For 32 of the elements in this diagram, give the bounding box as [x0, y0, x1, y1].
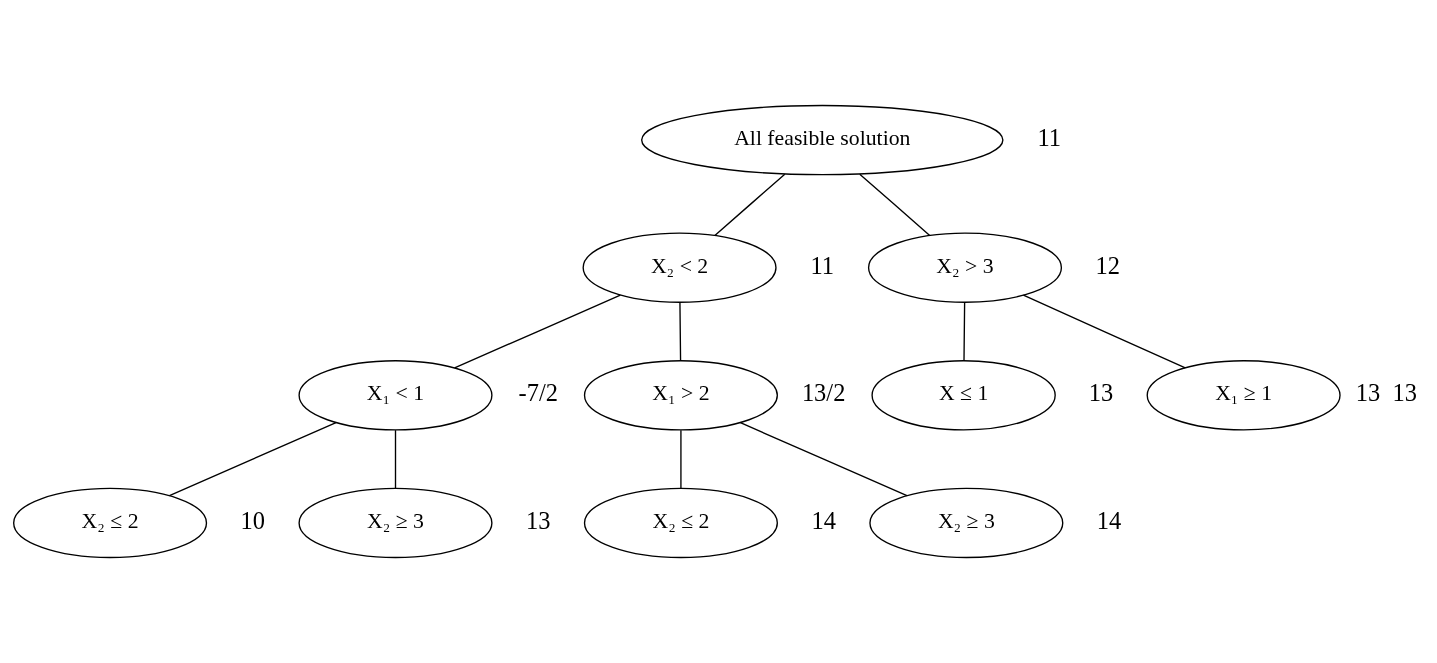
connector [680, 429, 682, 489]
connector [859, 173, 931, 237]
node-label: 12 [1095, 251, 1120, 279]
connector [714, 173, 786, 237]
node-ellipse: X₂ > 3 [867, 232, 1063, 303]
node-ellipse: X ≤ 1 [871, 360, 1056, 431]
node-label: 14 [811, 506, 836, 534]
node-label: 11 [810, 251, 835, 279]
node-label: 13 [1088, 379, 1114, 407]
node-ellipse: X₂ ≤ 2 [583, 487, 778, 559]
connector [394, 429, 397, 489]
connector [1022, 294, 1186, 369]
node-ellipse: All feasible solution [641, 104, 1004, 176]
node-label: 10 [240, 506, 266, 534]
connector [739, 422, 908, 497]
node-label: 14 [1096, 506, 1122, 534]
node-ellipse: X₁ > 2 [583, 360, 778, 431]
node-label: 11 [1037, 124, 1062, 152]
node-label: 13 [525, 506, 551, 534]
connector [453, 294, 622, 369]
node-ellipse: X₁ < 1 [298, 360, 493, 431]
node-label: 13 13 [1355, 379, 1417, 407]
node-ellipse: X₂ ≥ 3 [298, 487, 493, 559]
node-ellipse: X₁ ≥ 1 [1146, 360, 1341, 431]
connector [679, 301, 682, 362]
connector [168, 422, 337, 497]
connector [963, 301, 966, 362]
node-label: -7/2 [518, 379, 558, 407]
node-ellipse: X₂ ≤ 2 [13, 487, 208, 559]
node-label: 13/2 [801, 379, 846, 407]
node-ellipse: X₂ < 2 [582, 232, 777, 303]
node-ellipse: X₂ ≥ 3 [869, 487, 1064, 559]
